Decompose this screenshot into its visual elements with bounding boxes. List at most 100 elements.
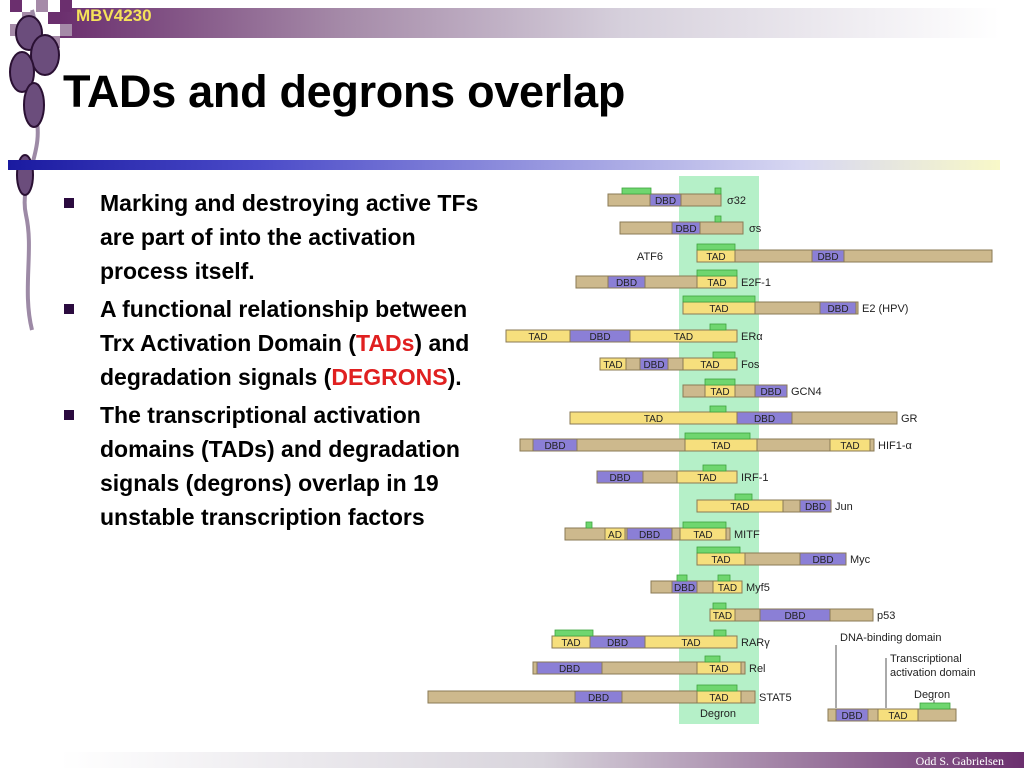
highlight-degrons: DEGRONS	[331, 364, 448, 390]
degron-column-label: Degron	[700, 708, 736, 720]
degron-marker	[621, 187, 652, 195]
tad-domain	[682, 357, 738, 371]
tad-domain	[829, 438, 871, 452]
protein-name: STAT5	[759, 692, 792, 704]
dbd-label: DBD	[639, 530, 660, 541]
protein-name: ATF6	[637, 251, 663, 263]
degron-marker	[714, 215, 722, 223]
footer-bar	[60, 752, 1024, 768]
dbd-domain	[799, 499, 832, 513]
dbd-label: DBD	[655, 196, 676, 207]
protein-name: Rel	[749, 663, 766, 675]
ad-domain	[604, 527, 626, 541]
tad-label: TAD	[644, 414, 663, 425]
dbd-domain	[811, 249, 845, 263]
dbd-label: DBD	[616, 278, 637, 289]
dbd-label: DBD	[784, 611, 805, 622]
dbd-domain	[759, 608, 831, 622]
tad-label: TAD	[730, 502, 749, 513]
bullet-text: The transcriptional activation domains (…	[100, 402, 460, 530]
degron-marker	[684, 432, 751, 440]
dbd-label: DBD	[812, 555, 833, 566]
dbd-domain	[649, 193, 682, 207]
degron-marker	[702, 464, 727, 472]
protein-name: RARγ	[741, 637, 770, 649]
degron-marker	[585, 521, 593, 529]
protein-name: Myf5	[746, 582, 770, 594]
degron-marker	[696, 684, 738, 692]
tad-label: TAD	[674, 332, 693, 343]
legend-degron-text: Degron	[914, 689, 950, 701]
dbd-domain	[596, 470, 644, 484]
highlight-tads: TADs	[356, 330, 415, 356]
dbd-domain	[671, 221, 701, 235]
dbd-label: DBD	[754, 414, 775, 425]
protein-name: σs	[749, 223, 762, 235]
legend-example-tad-label: TAD	[888, 711, 907, 722]
tad-label: TAD	[706, 252, 725, 263]
degron-marker	[712, 351, 736, 359]
dbd-label: DBD	[817, 252, 838, 263]
dbd-label: DBD	[588, 693, 609, 704]
top-title-bar	[60, 8, 1000, 38]
degron-marker	[554, 629, 594, 637]
protein-name: p53	[877, 610, 895, 622]
bullet-text-part: A functional relationship between Trx Ac…	[100, 296, 468, 356]
tad-label: TAD	[709, 304, 728, 315]
dbd-domain	[799, 552, 847, 566]
tad-label: TAD	[840, 441, 859, 452]
protein-name: E2F-1	[741, 277, 771, 289]
degron-marker	[682, 295, 756, 303]
degron-marker	[704, 655, 721, 663]
dbd-label: DBD	[559, 664, 580, 675]
tad-label: TAD	[709, 664, 728, 675]
dbd-label: DBD	[643, 360, 664, 371]
dbd-domain	[754, 384, 788, 398]
protein-name: Jun	[835, 501, 853, 513]
dbd-label: DBD	[589, 332, 610, 343]
dbd-label: DBD	[674, 583, 695, 594]
legend-dbd-text: DNA-binding domain	[840, 632, 942, 644]
bullet-list: Marking and destroying active TFs are pa…	[62, 186, 502, 538]
legend-example-dbd	[835, 708, 869, 722]
dbd-domain	[626, 527, 673, 541]
tad-label: TAD	[561, 638, 580, 649]
bullet-square-icon	[64, 198, 74, 208]
dbd-domain	[536, 661, 603, 675]
tad-domain	[629, 329, 738, 343]
legend-example-tad	[877, 708, 919, 722]
tad-label: TAD	[697, 473, 716, 484]
degron-marker	[709, 323, 727, 331]
degron-marker	[712, 602, 727, 610]
degron-marker	[714, 187, 722, 195]
bullet-item: The transcriptional activation domains (…	[62, 398, 502, 534]
dbd-label: DBD	[544, 441, 565, 452]
tad-label: TAD	[718, 583, 737, 594]
bullet-square-icon	[64, 410, 74, 420]
dbd-domain	[639, 357, 669, 371]
dbd-domain	[532, 438, 578, 452]
bullet-text-part: ) and degradation signals (	[100, 330, 470, 390]
legend-example-degron	[919, 702, 951, 710]
tad-domain	[644, 635, 738, 649]
protein-name: Myc	[850, 554, 871, 566]
tad-label: TAD	[707, 278, 726, 289]
tad-domain	[599, 357, 627, 371]
bullet-text-part: ).	[447, 364, 462, 390]
dbd-label: DBD	[609, 473, 630, 484]
protein-name: σ32	[727, 195, 746, 207]
bullet-item: Marking and destroying active TFs are pa…	[62, 186, 502, 288]
tad-label: TAD	[603, 360, 622, 371]
degron-marker	[713, 629, 727, 637]
dbd-label: DBD	[805, 502, 826, 513]
legend-example-dbd-label: DBD	[841, 711, 862, 722]
bullet-text: Marking and destroying active TFs are pa…	[100, 190, 479, 284]
dbd-label: DBD	[760, 387, 781, 398]
course-code: MBV4230	[76, 6, 152, 25]
dbd-label: DBD	[675, 224, 696, 235]
degron-marker	[734, 493, 753, 501]
degron-marker	[704, 378, 736, 386]
protein-name: E2 (HPV)	[862, 303, 908, 315]
tad-label: TAD	[710, 387, 729, 398]
